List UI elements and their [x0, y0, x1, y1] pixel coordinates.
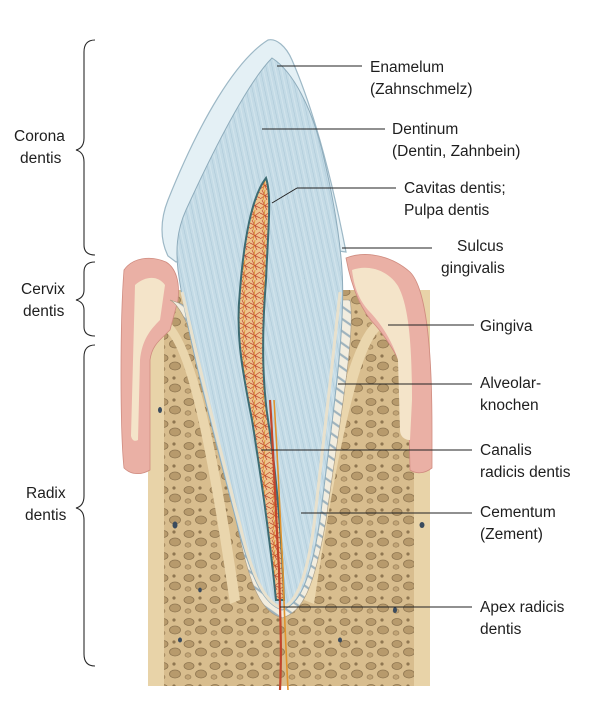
region-cervix-line2: dentis [23, 303, 65, 320]
label-enamelum: Enamelum (Zahnschmelz) [370, 59, 473, 98]
label-cementum-line2: (Zement) [480, 526, 543, 543]
label-cavitas-line2: Pulpa dentis [404, 202, 490, 219]
label-sulcus-line2: gingivalis [441, 260, 505, 277]
radix-brace [75, 344, 96, 667]
label-gingiva: Gingiva [480, 318, 533, 335]
gingiva [120, 254, 433, 474]
label-apex: Apex radicis dentis [480, 599, 569, 638]
leader-lines [261, 65, 474, 608]
label-enamelum-line1: Enamelum [370, 59, 444, 76]
label-dentinum: Dentinum (Dentin, Zahnbein) [392, 121, 520, 160]
label-canalis-line2: radicis dentis [480, 464, 571, 481]
label-sulcus-line1: Sulcus [457, 238, 504, 255]
region-radix-line2: dentis [25, 507, 67, 524]
label-apex-line2: dentis [480, 621, 522, 638]
label-cavitas-line1: Cavitas dentis; [404, 180, 506, 197]
label-dentinum-line1: Dentinum [392, 121, 458, 138]
label-apex-line1: Apex radicis [480, 599, 565, 616]
label-alveolar-line1: Alveolar- [480, 375, 541, 392]
label-canalis-line1: Canalis [480, 442, 532, 459]
label-gingiva-line1: Gingiva [480, 318, 533, 335]
corona-brace [75, 39, 96, 256]
label-sulcus: Sulcus gingivalis [441, 238, 508, 277]
cervix-brace [75, 261, 96, 337]
label-cementum-line1: Cementum [480, 504, 556, 521]
region-corona-label: Corona dentis [14, 128, 69, 167]
label-cementum: Cementum (Zement) [480, 504, 560, 543]
region-corona-line2: dentis [20, 150, 62, 167]
cementum-layer [180, 291, 283, 610]
region-cervix-label: Cervix dentis [21, 281, 69, 320]
label-canalis: Canalis radicis dentis [480, 442, 571, 481]
label-cavitas: Cavitas dentis; Pulpa dentis [404, 180, 510, 219]
region-cervix-line1: Cervix [21, 281, 65, 298]
root-canal-strand [268, 399, 282, 691]
label-alveolar: Alveolar- knochen [480, 375, 545, 414]
label-enamelum-line2: (Zahnschmelz) [370, 81, 473, 98]
region-radix-line1: Radix [26, 485, 66, 502]
region-radix-label: Radix dentis [25, 485, 70, 524]
region-corona-line1: Corona [14, 128, 65, 145]
label-dentinum-line2: (Dentin, Zahnbein) [392, 143, 520, 160]
label-alveolar-line2: knochen [480, 397, 539, 414]
